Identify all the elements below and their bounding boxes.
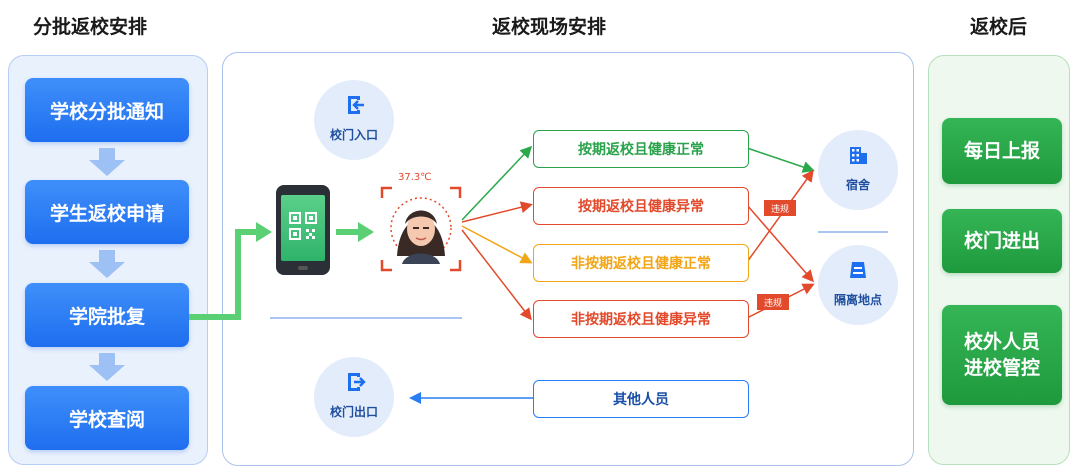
step-school-review[interactable]: 学校查阅: [25, 386, 189, 450]
phone-qr-icon: [276, 185, 330, 275]
face-scan-icon: [380, 186, 462, 272]
enter-icon: [348, 96, 364, 114]
gate-exit-label: 校门出口: [329, 405, 378, 419]
qr-code-icon: [289, 212, 317, 240]
quarantine-label: 隔离地点: [833, 293, 882, 307]
after-gate-access[interactable]: 校门进出: [942, 209, 1062, 273]
temperature-reading: 37.3℃: [398, 172, 432, 183]
outcome-on-time-abnormal[interactable]: 按期返校且健康异常: [533, 187, 749, 225]
dorm-destination: 宿舍: [818, 130, 898, 210]
step-college-approve[interactable]: 学院批复: [25, 283, 189, 347]
step-student-apply[interactable]: 学生返校申请: [25, 180, 189, 244]
outcome-late-healthy[interactable]: 非按期返校且健康正常: [533, 244, 749, 282]
gate-exit: 校门出口: [314, 357, 394, 437]
dorm-label: 宿舍: [845, 178, 870, 192]
down-arrow-icon: [89, 250, 125, 278]
building-icon: [850, 147, 867, 164]
gate-entrance: 校门入口: [314, 80, 394, 160]
violation-badge: 违规: [757, 294, 789, 310]
down-arrow-icon: [89, 148, 125, 176]
left-heading: 分批返校安排: [33, 16, 148, 38]
exit-icon: [348, 373, 366, 391]
quarantine-icon: [850, 262, 866, 278]
after-daily-report[interactable]: 每日上报: [942, 118, 1062, 184]
step-school-notice[interactable]: 学校分批通知: [25, 78, 189, 142]
right-heading: 返校后: [970, 16, 1028, 38]
down-arrow-icon: [89, 353, 125, 381]
quarantine-destination: 隔离地点: [818, 245, 898, 325]
after-visitor-control[interactable]: 校外人员 进校管控: [942, 305, 1062, 405]
gate-entrance-label: 校门入口: [329, 128, 378, 142]
violation-badge: 违规: [764, 200, 796, 216]
other-people-box[interactable]: 其他人员: [533, 380, 749, 418]
outcome-late-abnormal[interactable]: 非按期返校且健康异常: [533, 300, 749, 338]
outcome-on-time-healthy[interactable]: 按期返校且健康正常: [533, 130, 749, 168]
middle-heading: 返校现场安排: [492, 16, 607, 38]
